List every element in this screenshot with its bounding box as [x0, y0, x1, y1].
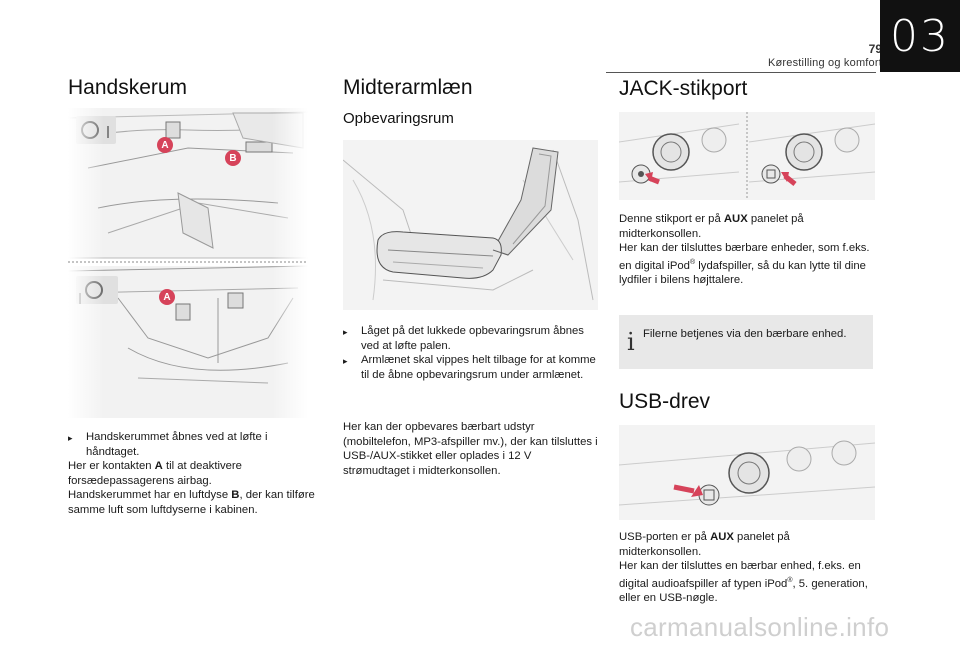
page-number: 79 — [868, 42, 882, 56]
info-icon: i — [627, 328, 635, 356]
glovebox-text: ▸ Handskerummet åbnes ved at løfte i hån… — [68, 430, 318, 518]
jack-devices-paragraph: Her kan der tilsluttes bærbare enheder, … — [619, 242, 870, 287]
usb-text: USB-porten er på AUX panelet på midterko… — [619, 530, 875, 606]
chapter-tab: 03 — [880, 0, 960, 72]
callout-b: B — [225, 150, 241, 166]
callout-a-lower: A — [159, 289, 175, 305]
armrest-heading: Midterarmlæn — [343, 76, 473, 99]
glovebox-heading: Handskerum — [68, 76, 188, 99]
info-note-text: Filerne betjenes via den bærbare enhed. — [643, 328, 847, 340]
bullet-arrow-icon: ▸ — [343, 356, 348, 367]
jack-text: Denne stikport er på AUX panelet på midt… — [619, 212, 875, 288]
armrest-paragraph: Her kan der opbevares bærbart udstyr (mo… — [343, 421, 598, 477]
usb-location-paragraph: USB-porten er på AUX panelet på midterko… — [619, 531, 790, 558]
armrest-bullets: ▸ Låget på det lukkede opbevaringsrum åb… — [343, 324, 601, 382]
info-note-box: i Filerne betjenes via den bærbare enhed… — [619, 315, 873, 369]
glovebox-air-vent-paragraph: Handskerummet har en luftdyse B, der kan… — [68, 489, 315, 516]
armrest-illustration — [343, 140, 598, 310]
bullet-arrow-icon: ▸ — [343, 327, 348, 337]
glovebox-bullet-text: Handskerummet åbnes ved at løfte i håndt… — [86, 431, 268, 458]
armrest-bullet-1: ▸ Låget på det lukkede opbevaringsrum åb… — [343, 325, 584, 352]
jack-heading: JACK-stikport — [619, 77, 748, 100]
header-rule — [606, 72, 876, 73]
bullet-arrow-icon: ▸ — [68, 433, 73, 443]
usb-port-illustration — [619, 425, 875, 520]
jack-location-paragraph: Denne stikport er på AUX panelet på midt… — [619, 213, 804, 240]
callout-a: A — [157, 137, 173, 153]
watermark: carmanualsonline.info — [630, 612, 890, 642]
armrest-bullet-2: ▸ Armlænet skal vippes helt tilbage for … — [343, 354, 596, 381]
glovebox-bullet: ▸ Handskerummet åbnes ved at løfte i hån… — [68, 430, 318, 459]
jack-port-illustration — [619, 112, 875, 200]
usb-heading: USB-drev — [619, 390, 711, 413]
storage-subheading: Opbevaringsrum — [343, 110, 454, 127]
glovebox-illustration — [68, 108, 308, 418]
glovebox-airbag-paragraph: Her er kontakten A til at deaktivere for… — [68, 460, 242, 487]
usb-devices-paragraph: Her kan der tilsluttes en bærbar enhed, … — [619, 560, 868, 605]
section-title: Kørestilling og komfort — [767, 57, 882, 69]
